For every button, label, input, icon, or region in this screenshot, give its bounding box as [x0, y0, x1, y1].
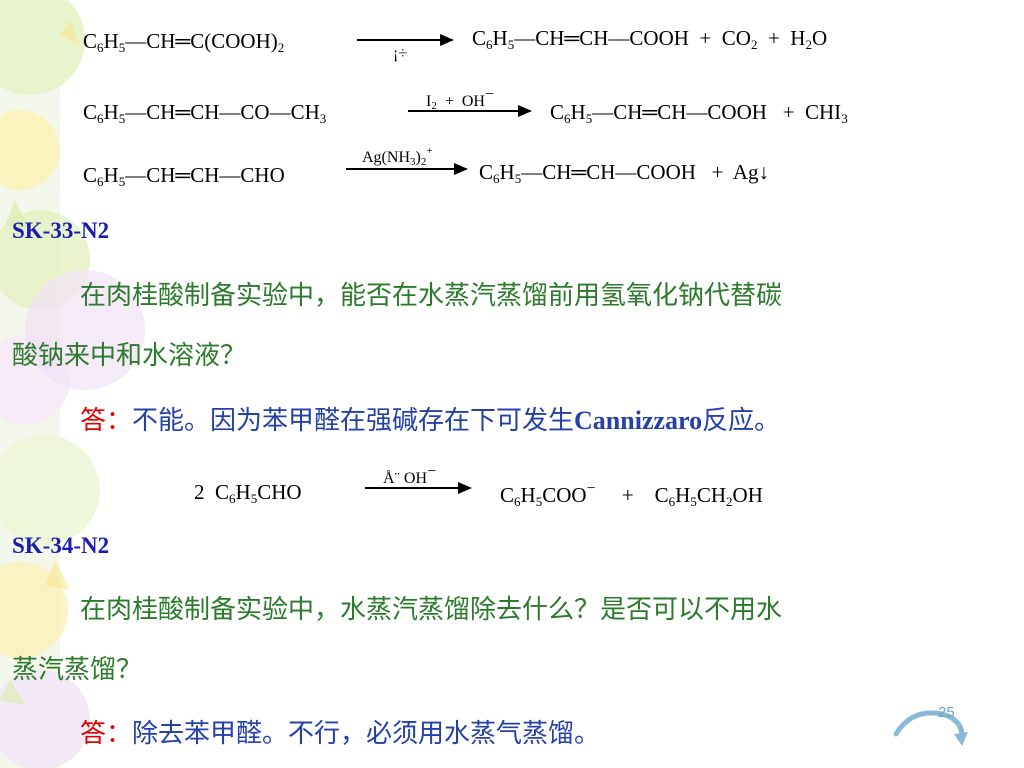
answer-text: 除去苯甲醛。不行，必须用水蒸气蒸馏。 [132, 719, 601, 749]
cannizzaro-reactant: 2 C6H5CHO [194, 480, 302, 506]
answer-sk34: 答：除去苯甲醛。不行，必须用水蒸气蒸馏。 [80, 713, 600, 750]
answer-sk33: 答：不能。因为苯甲醛在强碱存在下可发生Cannizzaro反应。 [80, 400, 780, 437]
reaction-1-condition: ¡÷ [393, 45, 408, 62]
cannizzaro-condition: Å¨ OH− [383, 463, 437, 487]
reaction-2-arrow [408, 105, 532, 117]
cannizzaro-product: C6H5COO− + C6H5CH2OH [500, 480, 763, 509]
question-sk34-line2: 蒸汽蒸馏？ [12, 655, 143, 685]
answer-label: 答： [80, 406, 133, 436]
reaction-3-product: C6H5—CH═CH—COOH + Ag↓ [479, 160, 770, 186]
question-code-sk34: SK-34-N2 [12, 533, 110, 558]
answer-label: 答： [80, 719, 133, 749]
reaction-3-reactant: C6H5—CH═CH—CHO [83, 163, 285, 189]
question-sk33-line2: 酸钠来中和水溶液？ [12, 341, 247, 371]
reaction-3-arrow [346, 163, 468, 175]
question-sk33-line1: 在肉桂酸制备实验中，能否在水蒸汽蒸馏前用氢氧化钠代替碳 [80, 281, 783, 311]
reaction-3-condition: Ag(NH3)2+ [362, 145, 433, 168]
answer-text: 不能。因为苯甲醛在强碱存在下可发生Cannizzaro反应。 [132, 406, 781, 436]
reaction-1-arrow [357, 34, 454, 46]
reaction-1-product: C6H5—CH═CH—COOH + CO2 + H2O [472, 26, 828, 52]
page-number-badge: 25 [892, 704, 972, 754]
reaction-2-reactant: C6H5—CH═CH—CO—CH3 [83, 100, 327, 126]
cannizzaro-arrow [365, 482, 472, 494]
precipitate-arrow-icon: ↓ [758, 160, 770, 184]
question-code-sk33: SK-33-N2 [12, 218, 110, 243]
reaction-2-product: C6H5—CH═CH—COOH + CHI3 [550, 100, 848, 126]
question-sk34-line1: 在肉桂酸制备实验中，水蒸汽蒸馏除去什么？是否可以不用水 [80, 595, 783, 625]
reaction-1-reactant: C6H5—CH═C(COOH)2 [83, 29, 285, 55]
reaction-2-condition: I2 + OH− [426, 86, 494, 112]
page-number: 25 [938, 704, 955, 721]
curved-arrow-icon [893, 710, 968, 746]
